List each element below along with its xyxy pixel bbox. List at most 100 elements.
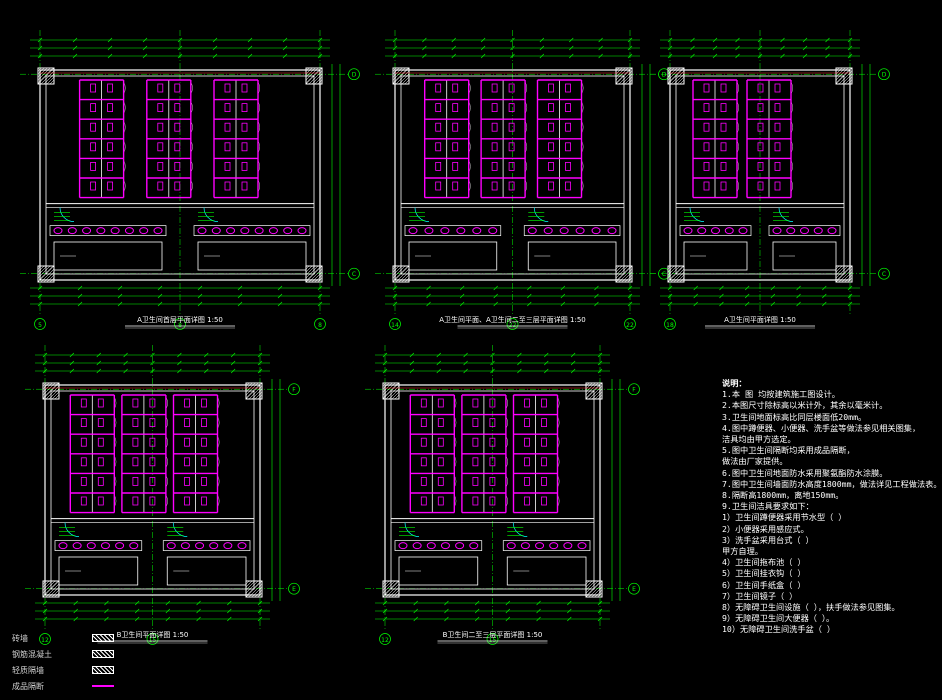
squat-toilet — [774, 142, 781, 152]
dimension-tick — [536, 600, 541, 606]
squat-toilet — [420, 437, 427, 447]
wash-basin — [139, 227, 149, 235]
dimension-tick — [451, 37, 456, 43]
column-hatch — [382, 382, 387, 387]
squat-toilet — [224, 122, 231, 132]
squat-toilet — [420, 457, 427, 467]
squat-toilet — [720, 83, 727, 93]
dimension-tick — [142, 45, 148, 51]
wash-basin — [683, 227, 693, 235]
dimension-tick — [712, 53, 718, 59]
dimension-tick — [247, 37, 253, 43]
column-hatch — [42, 382, 50, 390]
squat-toilet — [201, 418, 207, 428]
column-hatch — [600, 397, 603, 400]
column-hatch — [667, 67, 672, 72]
column-hatch — [850, 280, 853, 283]
utility-room — [506, 556, 587, 586]
squat-toilet — [241, 83, 248, 93]
dimension-tick — [142, 37, 148, 43]
dimension-tick — [436, 352, 441, 358]
column-hatch — [835, 265, 840, 270]
note-line: 8.隔断高1800mm，离地150mm。 — [722, 490, 844, 501]
dimension-tick — [539, 37, 545, 43]
squat-toilet — [774, 181, 781, 191]
squat-toilet — [241, 122, 248, 132]
dimension-tick — [237, 301, 243, 307]
dimension-tick — [96, 360, 101, 366]
note-line: 7.图中卫生间墙面防水高度1800mm，做法详见工程做法表。 — [722, 478, 942, 489]
wash-basin — [82, 227, 92, 235]
dimension-tick — [780, 37, 785, 43]
dimension-tick — [204, 352, 209, 358]
squat-toilet — [508, 122, 515, 132]
axis-bubble — [174, 318, 186, 330]
dimension-tick — [409, 368, 415, 374]
column-hatch — [392, 67, 397, 72]
squat-toilet — [472, 457, 479, 467]
dimension-tick — [567, 600, 572, 606]
squat-toilet — [435, 161, 442, 171]
dimension-tick — [177, 360, 182, 366]
dimension-tick — [257, 616, 263, 622]
dimension-tick — [42, 360, 48, 366]
column-hatch — [673, 271, 685, 283]
legend-swatch — [92, 650, 114, 658]
dimension-tick — [517, 368, 522, 374]
column — [305, 265, 323, 283]
column-hatch — [667, 67, 675, 75]
column-hatch — [37, 67, 55, 85]
column-hatch — [54, 394, 60, 400]
plan-title: B卫生间平面详图 1:50 — [117, 630, 189, 639]
squat-toilet — [548, 161, 554, 171]
dimension-tick — [527, 293, 532, 299]
dimension-tick — [422, 37, 427, 43]
column-hatch — [630, 82, 633, 85]
legend-item: 砖墙 — [12, 630, 152, 646]
column-hatch — [388, 586, 400, 598]
column-hatch — [594, 589, 603, 598]
wash-basin — [543, 227, 553, 235]
squat-toilet — [184, 418, 190, 428]
column-hatch — [615, 67, 633, 85]
axis-bubble — [34, 318, 46, 330]
dimension-tick — [560, 293, 566, 299]
squat-toilet — [157, 142, 164, 152]
row-bubble — [348, 267, 360, 280]
column-hatch — [835, 67, 840, 72]
note-line: 5.图中卫生间隔断均采用成品隔断， — [722, 445, 855, 456]
squat-toilet — [201, 437, 207, 447]
column-hatch — [615, 265, 633, 283]
squat-toilet — [157, 103, 164, 112]
squat-toilet — [720, 142, 727, 152]
dimension-tick — [426, 301, 431, 307]
note-line: 2.本图尺寸除标高以米计外，其余以毫米计。 — [722, 400, 888, 411]
dimension-tick — [196, 608, 201, 614]
utility-room — [197, 241, 307, 271]
column-hatch — [618, 268, 633, 283]
note-line: 8）无障碍卫生间设施（ ），扶手做法参见图集。 — [722, 602, 900, 613]
dimension-tick — [165, 600, 171, 606]
entry-door — [533, 207, 549, 222]
column-hatch — [37, 265, 54, 282]
squat-toilet — [508, 103, 515, 112]
squat-toilet — [184, 437, 190, 447]
dimension-tick — [822, 293, 827, 299]
dimension-tick — [277, 285, 283, 291]
squat-toilet — [174, 83, 181, 93]
squat-toilet — [548, 103, 554, 112]
dimension-tick — [123, 368, 128, 374]
column-hatch — [392, 265, 410, 283]
dimension-tick — [539, 53, 545, 59]
squat-toilet — [489, 437, 496, 447]
dimension-tick — [474, 600, 480, 606]
dimension-tick — [157, 293, 163, 299]
column-hatch — [615, 67, 626, 78]
dimension-tick — [227, 608, 232, 614]
basin-counter — [404, 225, 502, 236]
dimension-tick — [569, 37, 574, 43]
dimension-tick — [247, 53, 253, 59]
column-hatch — [42, 580, 56, 594]
squat-toilet — [149, 437, 156, 447]
column-hatch — [667, 265, 685, 283]
